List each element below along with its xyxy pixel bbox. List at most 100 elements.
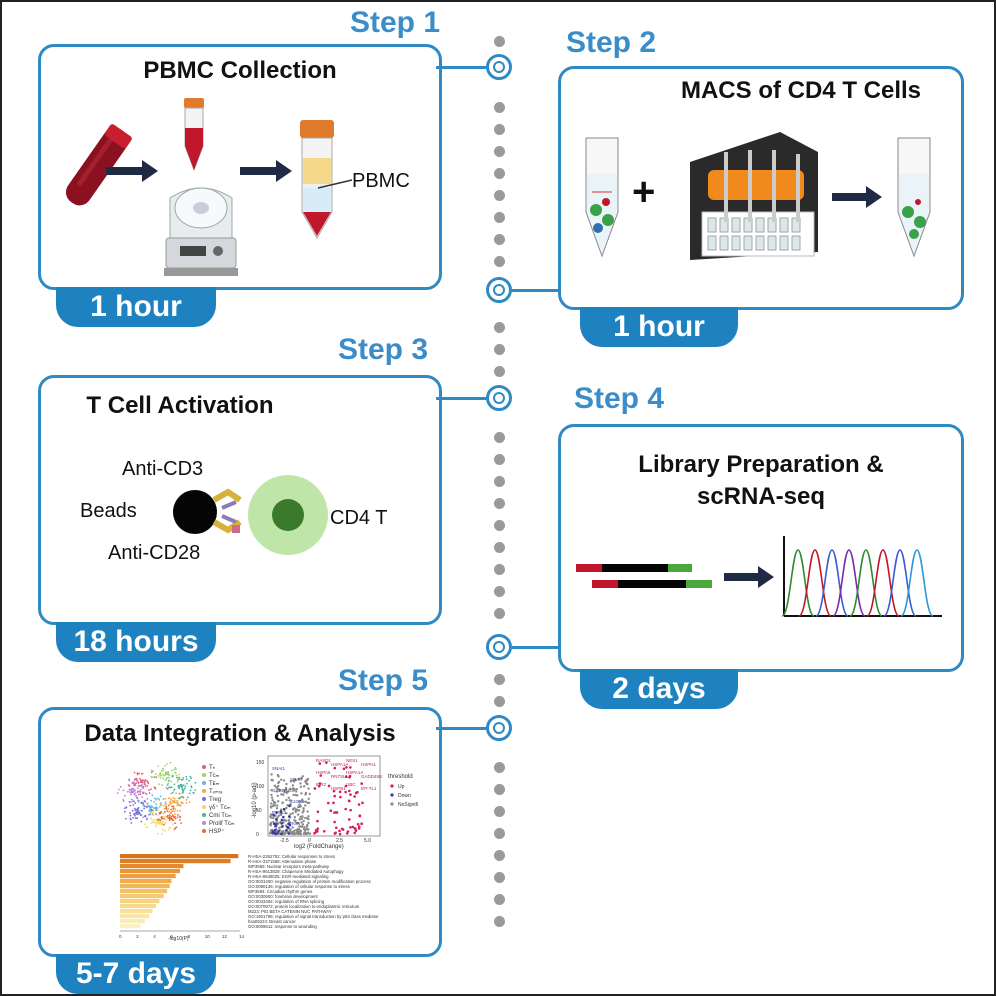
volcano-point <box>295 787 298 791</box>
umap-point <box>178 787 181 790</box>
umap-point <box>180 784 183 787</box>
umap-point <box>154 787 157 790</box>
anti-cd3-label: Anti-CD3 <box>122 458 204 480</box>
umap-point <box>186 796 189 799</box>
umap-point <box>141 796 143 799</box>
umap-point <box>174 815 176 818</box>
timeline-dot <box>494 784 505 795</box>
volcano-point <box>281 793 285 797</box>
umap-point <box>144 792 147 795</box>
timeline-dot <box>494 432 505 443</box>
umap-point <box>157 809 160 812</box>
umap-point <box>130 789 133 792</box>
umap-point <box>136 809 139 812</box>
umap-legend-item: HSP⁺ <box>202 828 235 836</box>
volcano-point <box>305 778 309 782</box>
umap-point <box>172 808 175 810</box>
umap-point <box>157 765 160 767</box>
arrow-icon <box>240 160 292 182</box>
volcano-point-up <box>316 819 319 823</box>
enrichment-bar <box>120 909 153 914</box>
timeline-dot <box>494 36 505 47</box>
volcano-point <box>285 806 288 810</box>
umap-point <box>145 826 148 828</box>
volcano-point-up <box>353 831 357 835</box>
volcano-point <box>298 818 301 821</box>
volcano-point-up <box>333 820 336 824</box>
volcano-gene-up: UBC <box>346 782 356 787</box>
umap-point <box>158 823 161 825</box>
umap-point <box>194 789 197 792</box>
umap-point <box>130 798 133 801</box>
umap-point <box>140 820 143 823</box>
umap-point <box>163 765 166 767</box>
umap-point <box>136 811 138 814</box>
umap-point <box>174 813 176 816</box>
timeline-dot <box>494 894 505 905</box>
volcano-point-up <box>344 784 348 788</box>
step4-label: Step 4 <box>574 382 665 415</box>
volcano-point-up <box>356 822 360 826</box>
umap-legend-item: γδ⁺ Tᴄₘ <box>202 804 235 812</box>
umap-point <box>136 772 139 775</box>
enrichment-term: R-HSA-2262752: Cellular responses to str… <box>248 854 335 859</box>
volcano-point-up <box>344 790 347 794</box>
pbmc-pointer <box>317 179 353 189</box>
volcano-point-up <box>316 810 320 814</box>
timeline-node-step3 <box>486 385 512 411</box>
umap-point <box>181 778 184 781</box>
volcano-gene-up: HSPA1A <box>331 762 348 767</box>
umap-point <box>128 788 131 791</box>
step3-duration-tab: 18 hours <box>56 622 216 662</box>
umap-point <box>158 773 161 775</box>
umap-point <box>150 788 152 791</box>
umap-legend-item: Tᴄₘ <box>202 772 235 780</box>
chromatogram-peak <box>900 549 934 617</box>
centrifuge-icon <box>164 187 238 276</box>
umap-point <box>143 783 146 786</box>
umap-point <box>172 789 175 792</box>
volcano-point <box>274 814 277 817</box>
umap-point <box>132 816 135 819</box>
umap-point <box>142 802 144 805</box>
umap-legend-label: Treg <box>209 797 222 803</box>
umap-point <box>173 797 176 800</box>
volcano-point <box>291 812 295 815</box>
umap-point <box>182 784 185 787</box>
timeline-node-step2 <box>486 277 512 303</box>
volcano-point-up <box>325 761 328 764</box>
umap-point <box>164 821 167 824</box>
umap-point <box>134 784 137 787</box>
volcano-point-up <box>318 782 322 785</box>
umap-point <box>122 789 125 792</box>
umap-point <box>143 805 146 808</box>
volcano-point <box>292 780 296 783</box>
umap-point <box>130 793 132 796</box>
umap-legend-swatch <box>202 765 206 769</box>
umap-point <box>160 823 163 825</box>
volcano-point-up <box>313 787 317 790</box>
volcano-point-down <box>280 832 283 836</box>
volcano-point-down <box>274 822 278 826</box>
volcano-point-down <box>287 815 291 818</box>
umap-point <box>160 817 163 819</box>
umap-legend-swatch <box>202 773 206 777</box>
umap-point <box>185 775 188 778</box>
volcano-legend-title: threshold <box>388 774 413 780</box>
umap-point <box>146 785 149 787</box>
umap-point <box>151 814 154 816</box>
umap-point <box>178 773 180 776</box>
timeline-dot <box>494 564 505 575</box>
volcano-point <box>300 817 304 821</box>
volcano-point <box>285 811 288 815</box>
volcano-point-down <box>274 824 277 828</box>
isolated-cd4-tube-icon <box>897 137 931 258</box>
volcano-point <box>302 800 305 803</box>
umap-point <box>180 778 183 781</box>
enrichment-xtick: 12 <box>222 934 228 939</box>
enrichment-bar <box>120 884 170 889</box>
volcano-point-up <box>338 832 342 836</box>
volcano-point <box>305 825 309 828</box>
umap-point <box>156 832 159 835</box>
beads-label: Beads <box>80 500 137 522</box>
